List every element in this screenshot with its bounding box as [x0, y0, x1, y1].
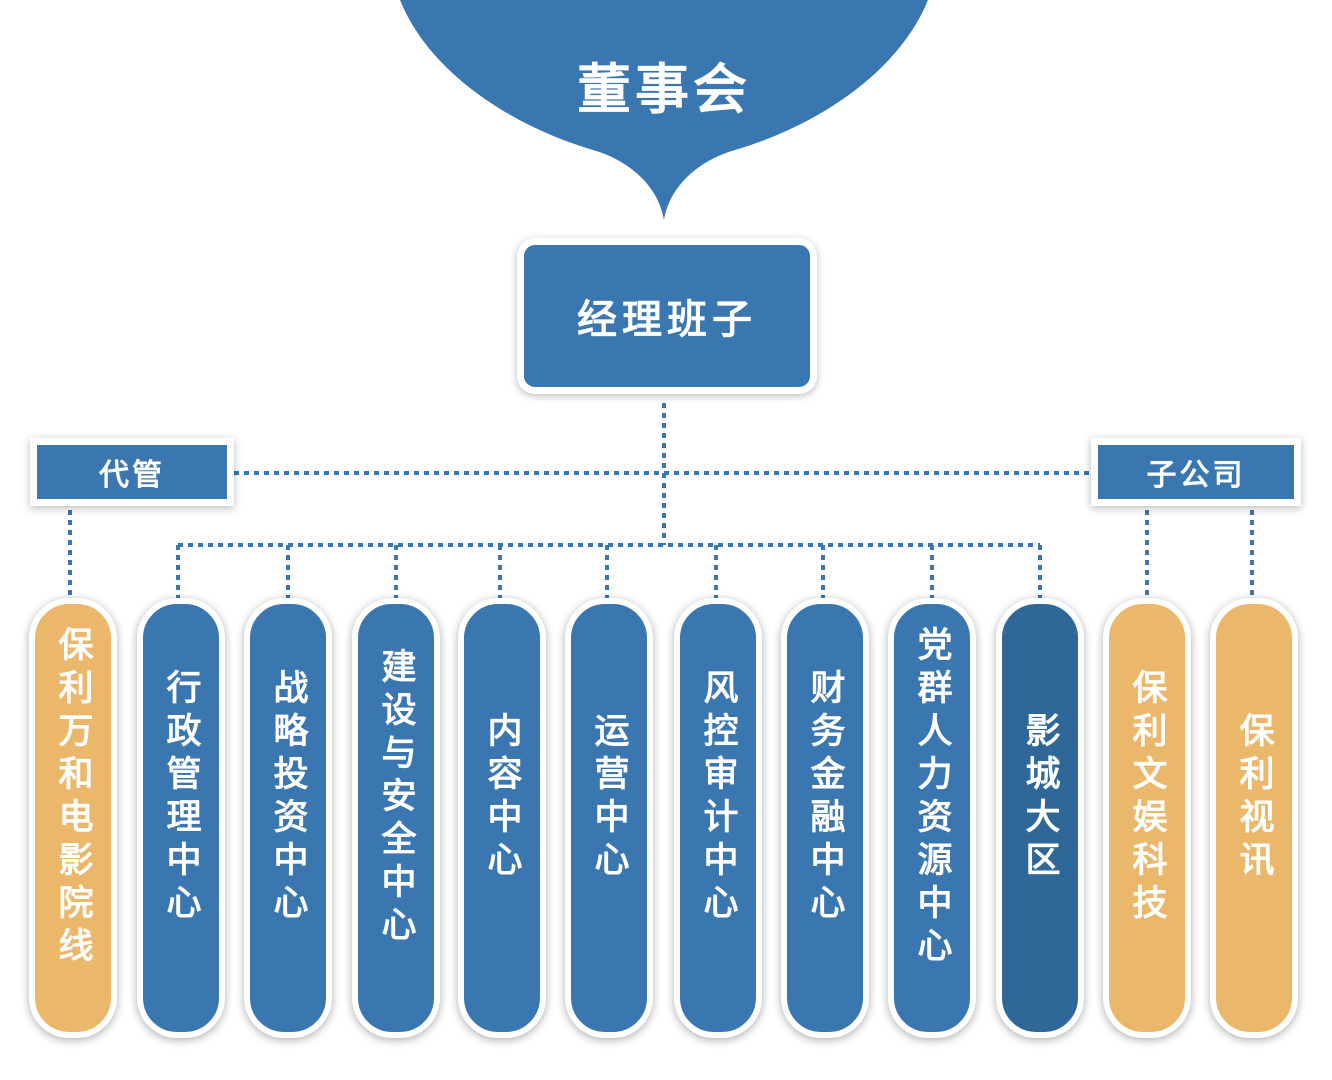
unit-label: 行政管理中心: [160, 669, 202, 927]
board-shape: [400, 0, 928, 220]
unit-label: 战略投资中心: [267, 669, 309, 927]
management-title: 经理班子: [577, 296, 757, 343]
unit-pill: 运营中心: [565, 598, 653, 1038]
unit-pill: 保利视讯: [1210, 598, 1298, 1038]
unit-pill: 财务金融中心: [781, 598, 869, 1038]
unit-pill: 风控审计中心: [674, 598, 762, 1038]
unit-label: 保利万和电影院线: [52, 626, 94, 970]
unit-pill: 建设与安全中心: [352, 598, 440, 1038]
unit-pill: 保利万和电影院线: [29, 598, 117, 1038]
unit-pill: 行政管理中心: [137, 598, 225, 1038]
unit-pill: 内容中心: [458, 598, 546, 1038]
unit-label: 影城大区: [1019, 712, 1061, 884]
board-title: 董事会: [577, 57, 751, 121]
unit-pill: 影城大区: [996, 598, 1084, 1038]
group-label-managed-text: 代管: [99, 458, 165, 493]
group-label-subsidiary-text: 子公司: [1146, 458, 1246, 493]
unit-label: 建设与安全中心: [375, 647, 417, 949]
unit-pill: 保利文娱科技: [1103, 598, 1191, 1038]
unit-label: 保利视讯: [1233, 712, 1275, 884]
unit-pill: 战略投资中心: [244, 598, 332, 1038]
unit-label: 内容中心: [481, 712, 523, 884]
group-label-subsidiary: 子公司: [1091, 438, 1301, 506]
unit-label: 运营中心: [588, 712, 630, 884]
group-label-managed: 代管: [30, 438, 234, 506]
unit-pill: 党群人力资源中心: [888, 598, 976, 1038]
unit-label: 风控审计中心: [697, 669, 739, 927]
unit-label: 党群人力资源中心: [911, 626, 953, 970]
unit-label: 财务金融中心: [804, 669, 846, 927]
management-box: 经理班子: [517, 238, 817, 394]
unit-label: 保利文娱科技: [1126, 669, 1168, 927]
